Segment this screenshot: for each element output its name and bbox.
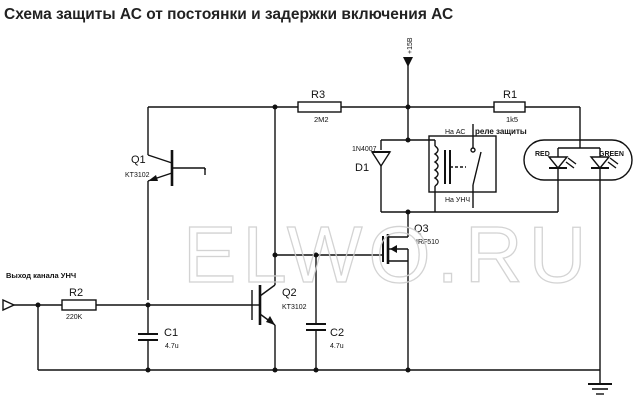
r2-ref: R2 bbox=[69, 287, 83, 299]
q2-emitter-arrow-icon bbox=[266, 316, 275, 325]
c1-ref: C1 bbox=[164, 327, 178, 339]
resistor-r3: R3 2M2 bbox=[297, 89, 342, 124]
q1-value: KT3102 bbox=[125, 172, 150, 179]
led-indicator: RED GREEN bbox=[523, 139, 633, 370]
power-label: +15В bbox=[407, 37, 414, 54]
q1-ref: Q1 bbox=[131, 154, 146, 166]
ground-rail bbox=[38, 367, 612, 395]
transistor-q2: Q2 KT3102 bbox=[251, 107, 307, 370]
relay-coil-icon bbox=[433, 145, 439, 187]
d1-diode-icon bbox=[370, 151, 392, 168]
q3-arrow-icon bbox=[390, 245, 397, 253]
input-section: Выход канала УНЧ R2 220K bbox=[2, 271, 252, 370]
input-label: Выход канала УНЧ bbox=[6, 271, 76, 280]
c2-ref: C2 bbox=[330, 327, 344, 339]
d1-value: 1N4007 bbox=[352, 146, 377, 153]
capacitor-c1: C1 4.7u bbox=[138, 305, 179, 370]
led-red-label: RED bbox=[535, 151, 550, 158]
led-box-outline bbox=[523, 139, 633, 181]
resistor-r1: R1 1k5 bbox=[493, 89, 526, 124]
relay-coil-section: 1N4007 D1 bbox=[352, 107, 466, 215]
power-rail: +15В bbox=[403, 37, 414, 107]
relay-contact-bottom-label: На УНЧ bbox=[445, 197, 470, 204]
gate-wiring bbox=[272, 252, 383, 324]
led-return-wiring bbox=[435, 168, 559, 213]
r1-ref: R1 bbox=[503, 89, 517, 101]
led-red-icon bbox=[547, 156, 569, 170]
q2-ref: Q2 bbox=[282, 287, 297, 299]
relay-contact-top-label: На АС bbox=[445, 129, 465, 136]
transistor-q1: Q1 KT3102 bbox=[125, 150, 206, 300]
c2-value: 4.7u bbox=[330, 343, 344, 350]
capacitor-c2: C2 4.7u bbox=[306, 323, 344, 370]
q2-value: KT3102 bbox=[282, 304, 307, 311]
relay-box: На АС реле защиты На УНЧ bbox=[428, 124, 527, 208]
q3-value: IRF510 bbox=[416, 239, 439, 246]
r3-value: 2M2 bbox=[314, 115, 329, 124]
top-wiring bbox=[147, 104, 581, 155]
r3-ref: R3 bbox=[311, 89, 325, 101]
q1-emitter-arrow-icon bbox=[148, 175, 158, 181]
d1-ref: D1 bbox=[355, 162, 369, 174]
input-arrow-icon bbox=[2, 298, 16, 312]
mosfet-q3: Q3 IRF510 bbox=[382, 212, 439, 370]
diagram-title: Схема защиты АС от постоянки и задержки … bbox=[4, 6, 454, 23]
relay-label: реле защиты bbox=[475, 127, 527, 136]
led-green-icon bbox=[589, 156, 611, 170]
r1-value: 1k5 bbox=[506, 115, 518, 124]
relay-outline bbox=[428, 135, 497, 193]
r2-value: 220K bbox=[66, 314, 83, 321]
led-green-label: GREEN bbox=[599, 151, 624, 158]
c1-value: 4.7u bbox=[165, 343, 179, 350]
q3-ref: Q3 bbox=[414, 223, 429, 235]
resistor-r2 bbox=[61, 299, 97, 311]
